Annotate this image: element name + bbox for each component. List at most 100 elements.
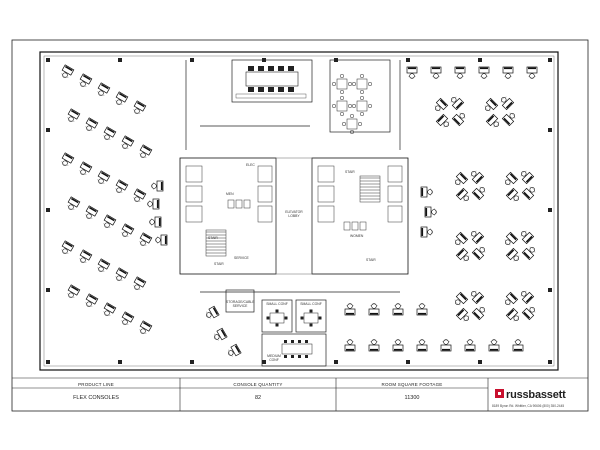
chair-swing-arc [228, 349, 233, 357]
cafe-chair [359, 111, 365, 117]
console-desk [67, 284, 81, 296]
chair-swing-arc [133, 285, 141, 290]
console-station [103, 126, 117, 140]
console-monitor [118, 268, 127, 275]
chair-swing-arc [67, 117, 75, 122]
chair-swing-arc [493, 121, 500, 128]
chair [318, 316, 322, 320]
chair [284, 355, 287, 358]
console-station [454, 171, 469, 186]
console-station [440, 339, 452, 352]
chair-swing-arc [150, 217, 153, 227]
title-block [12, 377, 588, 411]
chair-swing-arc [465, 340, 475, 343]
console-desk [521, 247, 535, 261]
chair-swing-arc [121, 232, 129, 237]
task-chair [443, 121, 449, 127]
console-monitor [509, 173, 517, 181]
console-station [505, 247, 520, 262]
chair [309, 323, 313, 327]
chair-swing-arc [479, 75, 489, 78]
console-station [488, 339, 500, 352]
task-chair [455, 299, 461, 305]
console-desk [121, 311, 135, 323]
column [406, 360, 410, 364]
room-footage-value: 11300 [404, 395, 420, 401]
console-desk [440, 344, 452, 352]
console-desk [61, 240, 75, 252]
chair-swing-arc [503, 75, 513, 78]
cafe-chair [347, 81, 353, 87]
product-line-header: PRODUCT LINE [78, 382, 114, 387]
console-desk [451, 113, 465, 127]
console-monitor [142, 321, 151, 328]
task-chair [151, 183, 157, 189]
task-chair [529, 307, 535, 313]
console-station [115, 91, 129, 105]
chair-swing-arc [470, 170, 477, 177]
console-station [133, 188, 147, 202]
task-chair [505, 239, 511, 245]
console-desk [505, 231, 519, 245]
medium-conf-room [261, 333, 327, 367]
task-chair [513, 255, 519, 261]
chair-swing-arc [417, 304, 427, 307]
console-station [79, 73, 93, 87]
console-monitor [489, 99, 497, 107]
console-station [526, 66, 538, 79]
stair-well [359, 175, 381, 203]
console-desk [416, 344, 428, 352]
console-station [520, 230, 535, 245]
task-chair [505, 179, 511, 185]
chair-swing-arc [407, 75, 417, 78]
console-monitor [106, 215, 115, 222]
cafe-chair [341, 121, 347, 127]
chair [268, 87, 274, 92]
core-left [179, 157, 277, 275]
console-station [206, 305, 220, 319]
console-monitor [136, 277, 145, 284]
task-chair [513, 315, 519, 321]
console-station [139, 232, 153, 246]
restroom-stall [359, 221, 367, 231]
interior-walls [185, 59, 401, 367]
storage-label: STORAGE/CABLE SERVICE [226, 300, 255, 308]
console-desk [512, 344, 524, 352]
cafe-chair [331, 103, 337, 109]
console-desk [121, 135, 135, 147]
console-station [420, 226, 433, 238]
console-monitor [487, 115, 495, 123]
console-monitor [106, 127, 115, 134]
console-station [406, 66, 418, 79]
console-station [133, 276, 147, 290]
chair-swing-arc [479, 306, 486, 313]
console-station [505, 307, 520, 322]
chair-swing-arc [97, 91, 105, 96]
chair-swing-arc [148, 199, 151, 209]
task-chair [485, 105, 491, 111]
console-station [67, 284, 81, 298]
console-monitor [514, 348, 522, 351]
chair [266, 316, 270, 320]
console-monitor [490, 348, 498, 351]
console-monitor [528, 67, 536, 70]
stair-well [205, 229, 227, 257]
console-station [471, 186, 486, 201]
chair-swing-arc [504, 299, 511, 306]
console-monitor [418, 312, 426, 315]
console-monitor [473, 311, 481, 319]
chair-swing-arc [214, 333, 219, 341]
chair [268, 66, 274, 71]
console-monitor [525, 295, 533, 303]
task-chair [147, 201, 153, 207]
console-monitor [156, 200, 159, 208]
console-station [416, 339, 428, 352]
console-desk [471, 187, 485, 201]
console-desk [455, 307, 469, 321]
console-monitor [459, 233, 467, 241]
chair-swing-arc [455, 75, 465, 78]
console-station [464, 339, 476, 352]
column [190, 58, 194, 62]
service-label: SERVICE [234, 256, 249, 260]
console-monitor [473, 191, 481, 199]
